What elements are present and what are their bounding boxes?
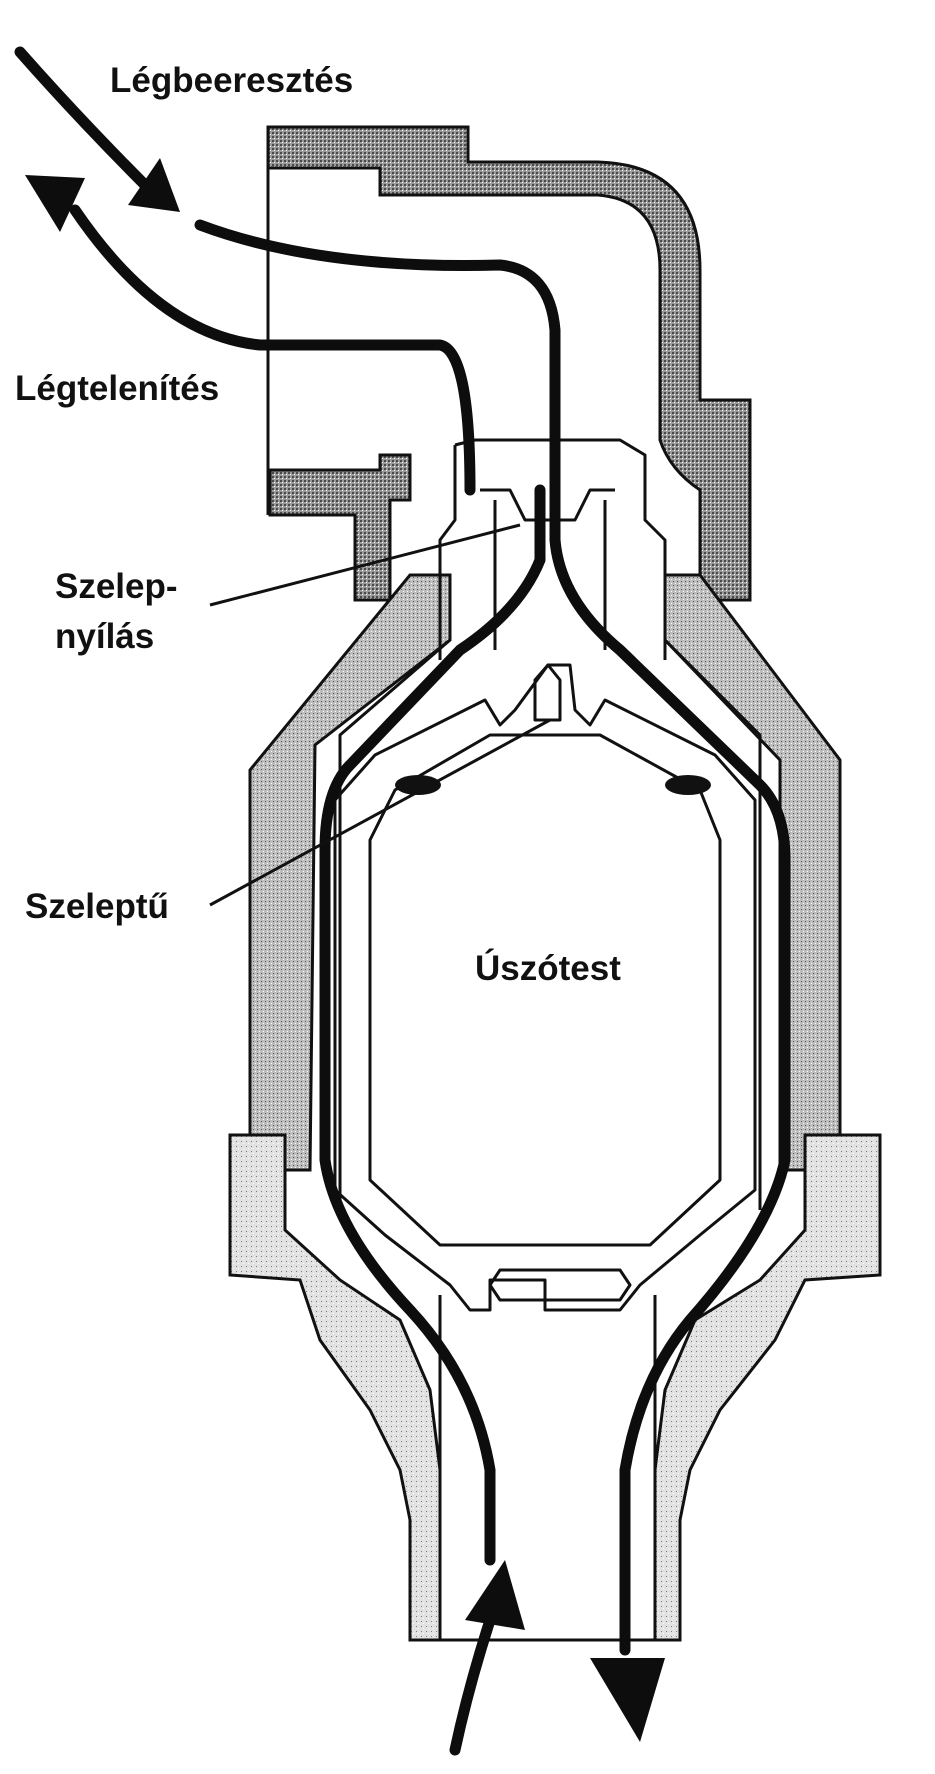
valve-base (228, 1133, 882, 1642)
base-right (653, 1133, 882, 1642)
base-left (228, 1133, 442, 1642)
elbow-outer-wall (266, 125, 752, 602)
label-valve-orifice-line2: nyílás (55, 617, 154, 656)
air-inlet-arrowhead (128, 158, 180, 212)
bottom-inlet-flow-line (449, 1599, 501, 1756)
label-valve-needle: Szeleptű (25, 887, 169, 926)
bottom-inlet-arrowhead (465, 1560, 525, 1630)
valve-needle-tip (533, 663, 562, 722)
label-air-release: Légtelenítés (15, 369, 219, 408)
label-valve-orifice-line1: Szelep- (55, 567, 178, 606)
left-internal-flow (319, 484, 546, 1566)
air-release-arrowhead (25, 175, 85, 232)
elbow-lower-flange (268, 453, 412, 602)
bottom-outlet-arrowhead (590, 1658, 665, 1742)
seat-outer (438, 438, 667, 660)
float-inner-outline (368, 733, 722, 1247)
label-float-body: Úszótest (475, 948, 621, 988)
air-inlet-flow-line (14, 46, 156, 196)
float-assembly (333, 663, 757, 1312)
base-outlet-bore (438, 1295, 657, 1642)
float-body-outline (333, 663, 757, 1312)
valve-needle-leader (209, 718, 551, 907)
label-air-inlet: Légbeeresztés (110, 61, 353, 100)
air-flow-paths (14, 46, 791, 1756)
valve-orifice-leader (209, 523, 521, 607)
valve-body (248, 573, 842, 1210)
air-release-flow-line (69, 204, 476, 496)
float-bottom-plate (488, 1268, 632, 1302)
inlet-internal-flow (194, 219, 791, 1656)
left-seal (395, 775, 441, 795)
right-seal (665, 775, 711, 795)
body-inner-liner (338, 638, 762, 1210)
body-left-wall (248, 573, 452, 1172)
